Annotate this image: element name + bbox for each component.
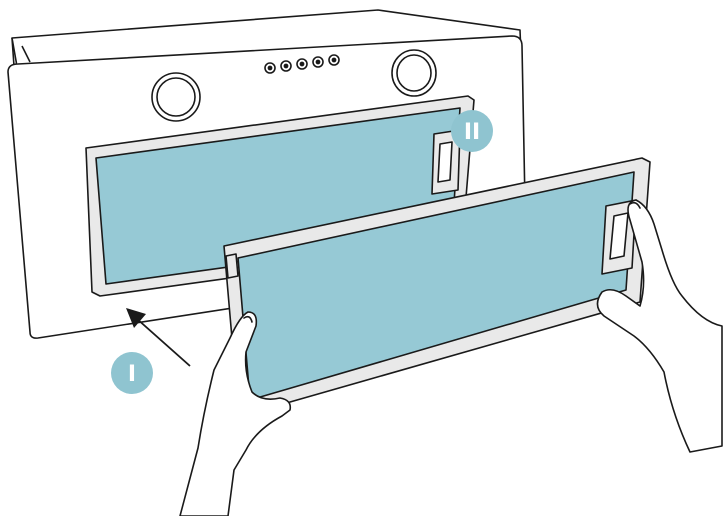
step-badge-1-label: I <box>128 362 136 387</box>
control-button-dot <box>284 64 287 67</box>
step-badge-1: I <box>111 352 153 394</box>
step-badge-2-label: II <box>464 120 480 145</box>
removable-filter-side-tab <box>226 254 238 278</box>
step-badge-2: II <box>451 110 493 152</box>
right-round-vent-inner <box>397 55 431 91</box>
control-button-dot <box>268 66 271 69</box>
control-button-dot <box>316 60 319 63</box>
control-button-dot <box>300 62 303 65</box>
installed-filter-latch-slot <box>438 142 452 182</box>
left-round-vent-inner <box>157 78 195 116</box>
control-button-dot <box>332 58 335 61</box>
